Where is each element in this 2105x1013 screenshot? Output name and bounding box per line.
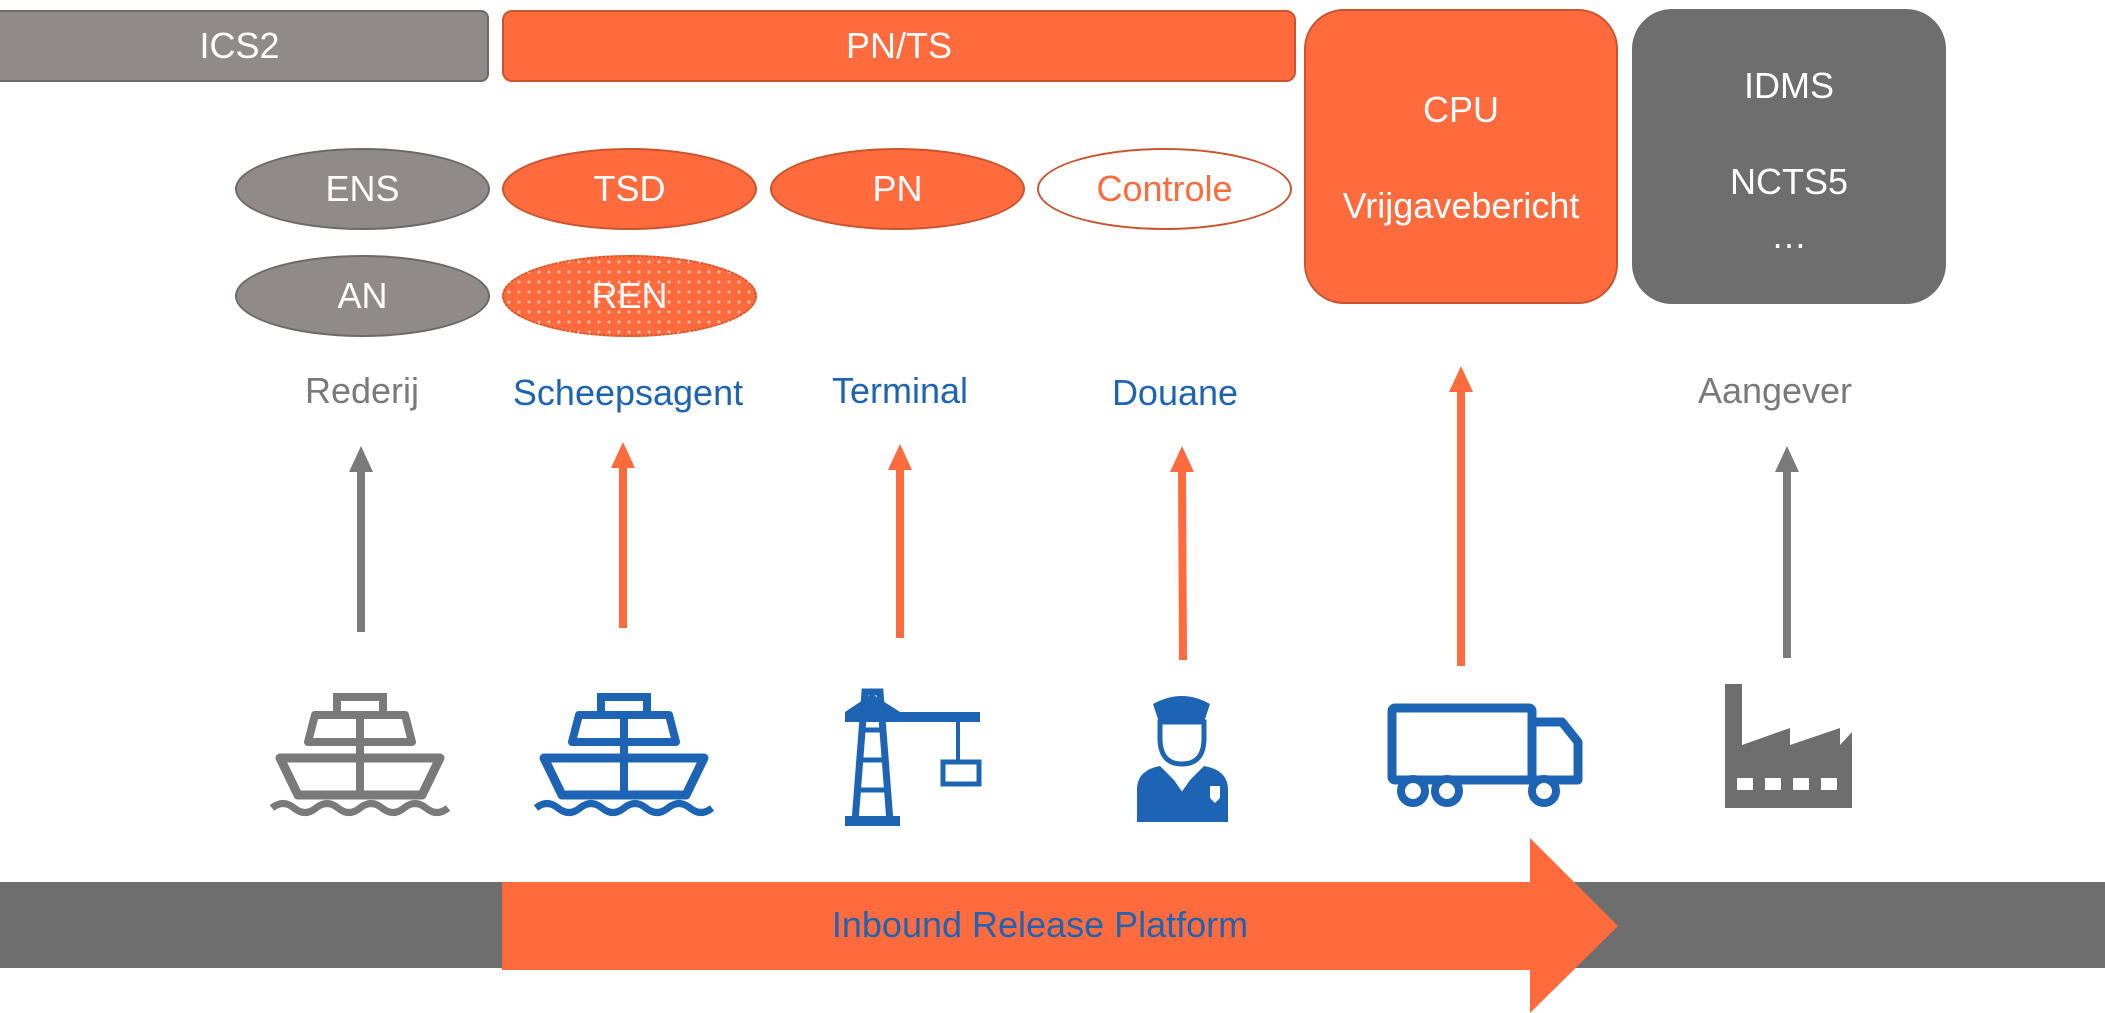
arrow-aangever xyxy=(1775,446,1799,658)
arrow-cpu xyxy=(1449,366,1473,666)
cpu-box: CPU Vrijgavebericht xyxy=(1304,9,1618,304)
factory-icon xyxy=(1725,684,1852,808)
cpu-subtitle: Vrijgavebericht xyxy=(1342,185,1580,226)
ncts5-label: NCTS5 xyxy=(1729,161,1849,202)
ics2-bar: ICS2 xyxy=(0,10,489,82)
actor-label-terminal: Terminal xyxy=(831,370,969,411)
pnts-bar: PN/TS xyxy=(502,10,1296,82)
ship-icon xyxy=(533,693,715,816)
arrow-scheepsagent xyxy=(611,442,635,628)
ship-icon xyxy=(269,693,451,816)
tsd-ellipse: TSD xyxy=(502,148,757,230)
pnts-label: PN/TS xyxy=(845,25,952,66)
ens-ellipse: ENS xyxy=(235,148,490,230)
cpu-title: CPU xyxy=(1422,89,1499,130)
idms-title: IDMS xyxy=(1744,65,1834,106)
arrow-douane xyxy=(1170,446,1194,661)
actor-label-scheepsagent: Scheepsagent xyxy=(512,372,744,413)
controle-label: Controle xyxy=(1096,168,1233,209)
actor-label-douane: Douane xyxy=(1111,372,1239,413)
arrow-terminal xyxy=(888,444,912,638)
actor-label-aangever: Aangever xyxy=(1697,370,1853,411)
ics2-label: ICS2 xyxy=(199,25,280,66)
ren-ellipse: REN xyxy=(502,255,757,337)
actor-label-rederij: Rederij xyxy=(304,370,420,411)
platform-arrow xyxy=(502,838,1618,1013)
ellipsis-label: … xyxy=(1771,215,1807,256)
an-label: AN xyxy=(337,275,388,316)
pn-label: PN xyxy=(872,168,923,209)
idms-box: IDMS NCTS5 … xyxy=(1632,9,1946,304)
platform-label: Inbound Release Platform xyxy=(831,904,1249,945)
pn-ellipse: PN xyxy=(770,148,1025,230)
ren-label: REN xyxy=(591,275,668,316)
an-ellipse: AN xyxy=(235,255,490,337)
crane-icon xyxy=(845,688,982,826)
truck-icon xyxy=(1387,703,1583,807)
controle-ellipse: Controle xyxy=(1037,148,1292,230)
customs-officer-icon xyxy=(1137,696,1228,822)
ens-label: ENS xyxy=(325,168,400,209)
tsd-label: TSD xyxy=(593,168,666,209)
arrow-rederij xyxy=(349,446,373,632)
